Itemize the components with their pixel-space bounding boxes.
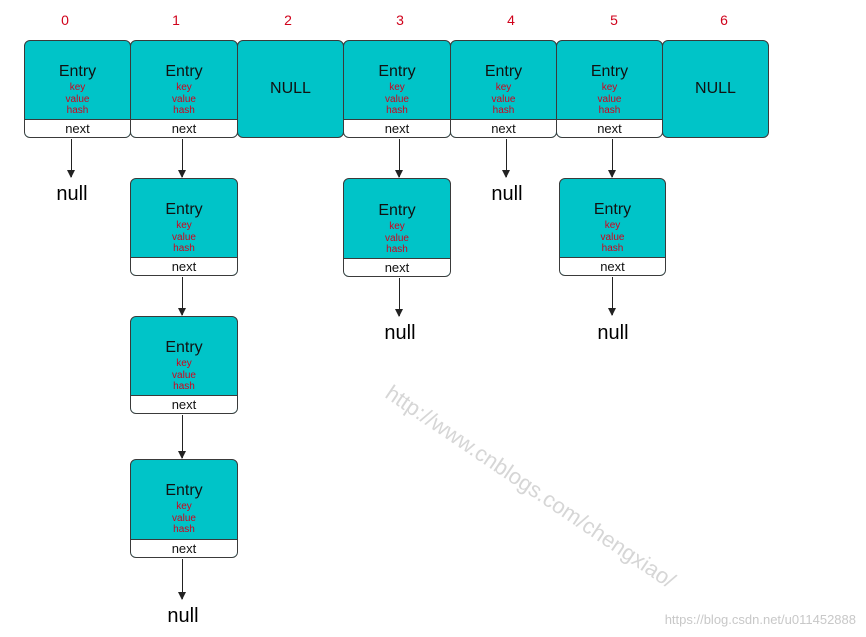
bucket-index-3: 3	[396, 12, 404, 28]
bucket-4-entry: Entry key value hash next	[450, 40, 557, 138]
next-arrow	[395, 278, 403, 317]
entry-field-value: value	[172, 512, 196, 524]
bucket-index-6: 6	[720, 12, 728, 28]
bucket-6-null-slot: NULL	[662, 40, 769, 138]
next-arrow	[178, 559, 186, 600]
entry-field-hash: hash	[386, 105, 408, 116]
next-arrow	[178, 415, 186, 459]
null-terminal: null	[491, 183, 523, 205]
chain-1-entry-2: Entry key value hash next	[130, 316, 238, 414]
entry-field-key: key	[176, 358, 192, 369]
next-arrow	[608, 139, 616, 178]
entry-fields: key value hash	[131, 501, 237, 536]
entry-fields: key value hash	[131, 220, 237, 255]
chain-3-entry-1: Entry key value hash next	[343, 178, 451, 277]
bucket-5-entry: Entry key value hash next	[556, 40, 663, 138]
entry-field-hash: hash	[173, 381, 195, 392]
entry-title: Entry	[593, 201, 632, 218]
entry-field-value: value	[600, 231, 625, 243]
entry-next-pointer: next	[451, 119, 556, 137]
entry-field-value: value	[385, 232, 409, 244]
entry-field-hash: hash	[386, 244, 408, 255]
bucket-1-entry: Entry key value hash next	[130, 40, 238, 138]
next-arrow	[608, 277, 616, 316]
entry-title: Entry	[378, 63, 416, 80]
entry-field-key: key	[176, 501, 192, 512]
entry-field-key: key	[389, 221, 405, 232]
bucket-index-4: 4	[507, 12, 515, 28]
entry-field-hash: hash	[173, 524, 195, 535]
next-arrow	[395, 139, 403, 178]
entry-field-hash: hash	[66, 105, 89, 116]
null-terminal: null	[384, 322, 416, 344]
corner-watermark: https://blog.csdn.net/u011452888	[664, 612, 856, 627]
entry-fields: key value hash	[344, 221, 450, 256]
bucket-index-1: 1	[172, 12, 180, 28]
diagonal-watermark: http://www.cnblogs.com/chengxiao/	[381, 380, 680, 593]
entry-field-value: value	[65, 93, 90, 105]
entry-field-key: key	[176, 82, 192, 93]
entry-field-hash: hash	[173, 243, 195, 254]
chain-5-entry-1: Entry key value hash next	[559, 178, 666, 276]
entry-fields: key value hash	[25, 82, 130, 117]
entry-fields: key value hash	[131, 82, 237, 117]
chain-1-entry-3: Entry key value hash next	[130, 459, 238, 558]
entry-title: Entry	[590, 63, 629, 80]
bucket-index-5: 5	[610, 12, 618, 28]
entry-field-key: key	[389, 82, 405, 93]
entry-next-pointer: next	[560, 257, 665, 275]
entry-field-value: value	[597, 93, 622, 105]
entry-title: Entry	[165, 482, 203, 499]
entry-fields: key value hash	[451, 82, 556, 117]
entry-next-pointer: next	[131, 119, 237, 137]
entry-fields: key value hash	[344, 82, 450, 117]
entry-field-value: value	[172, 231, 196, 243]
entry-field-value: value	[172, 369, 196, 381]
entry-next-pointer: next	[557, 119, 662, 137]
entry-next-pointer: next	[131, 257, 237, 275]
entry-field-key: key	[604, 220, 621, 231]
entry-title: Entry	[484, 63, 523, 80]
bucket-3-entry: Entry key value hash next	[343, 40, 451, 138]
entry-title: Entry	[165, 201, 203, 218]
entry-next-pointer: next	[131, 539, 237, 557]
entry-fields: key value hash	[557, 82, 662, 117]
entry-field-hash: hash	[601, 243, 624, 254]
null-terminal: null	[167, 605, 199, 627]
entry-title: Entry	[165, 339, 203, 356]
entry-next-pointer: next	[344, 258, 450, 276]
entry-field-value: value	[385, 93, 409, 105]
chain-1-entry-1: Entry key value hash next	[130, 178, 238, 276]
entry-field-key: key	[601, 82, 618, 93]
entry-field-value: value	[491, 93, 516, 105]
entry-fields: key value hash	[131, 358, 237, 393]
bucket-0-entry: Entry key value hash next	[24, 40, 131, 138]
next-arrow	[67, 139, 75, 178]
entry-next-pointer: next	[131, 395, 237, 413]
entry-title: Entry	[58, 63, 97, 80]
entry-field-hash: hash	[173, 105, 195, 116]
next-arrow	[502, 139, 510, 178]
entry-fields: key value hash	[560, 220, 665, 255]
null-terminal: null	[56, 183, 88, 205]
entry-field-key: key	[176, 220, 192, 231]
next-arrow	[178, 139, 186, 178]
next-arrow	[178, 277, 186, 316]
bucket-2-null-slot: NULL	[237, 40, 344, 138]
entry-field-hash: hash	[598, 105, 621, 116]
entry-field-hash: hash	[492, 105, 515, 116]
bucket-index-0: 0	[61, 12, 69, 28]
entry-field-value: value	[172, 93, 196, 105]
entry-title: Entry	[378, 202, 416, 219]
null-terminal: null	[597, 322, 629, 344]
bucket-index-2: 2	[284, 12, 292, 28]
entry-next-pointer: next	[25, 119, 130, 137]
entry-next-pointer: next	[344, 119, 450, 137]
entry-field-key: key	[69, 82, 86, 93]
entry-title: Entry	[165, 63, 203, 80]
entry-field-key: key	[495, 82, 512, 93]
